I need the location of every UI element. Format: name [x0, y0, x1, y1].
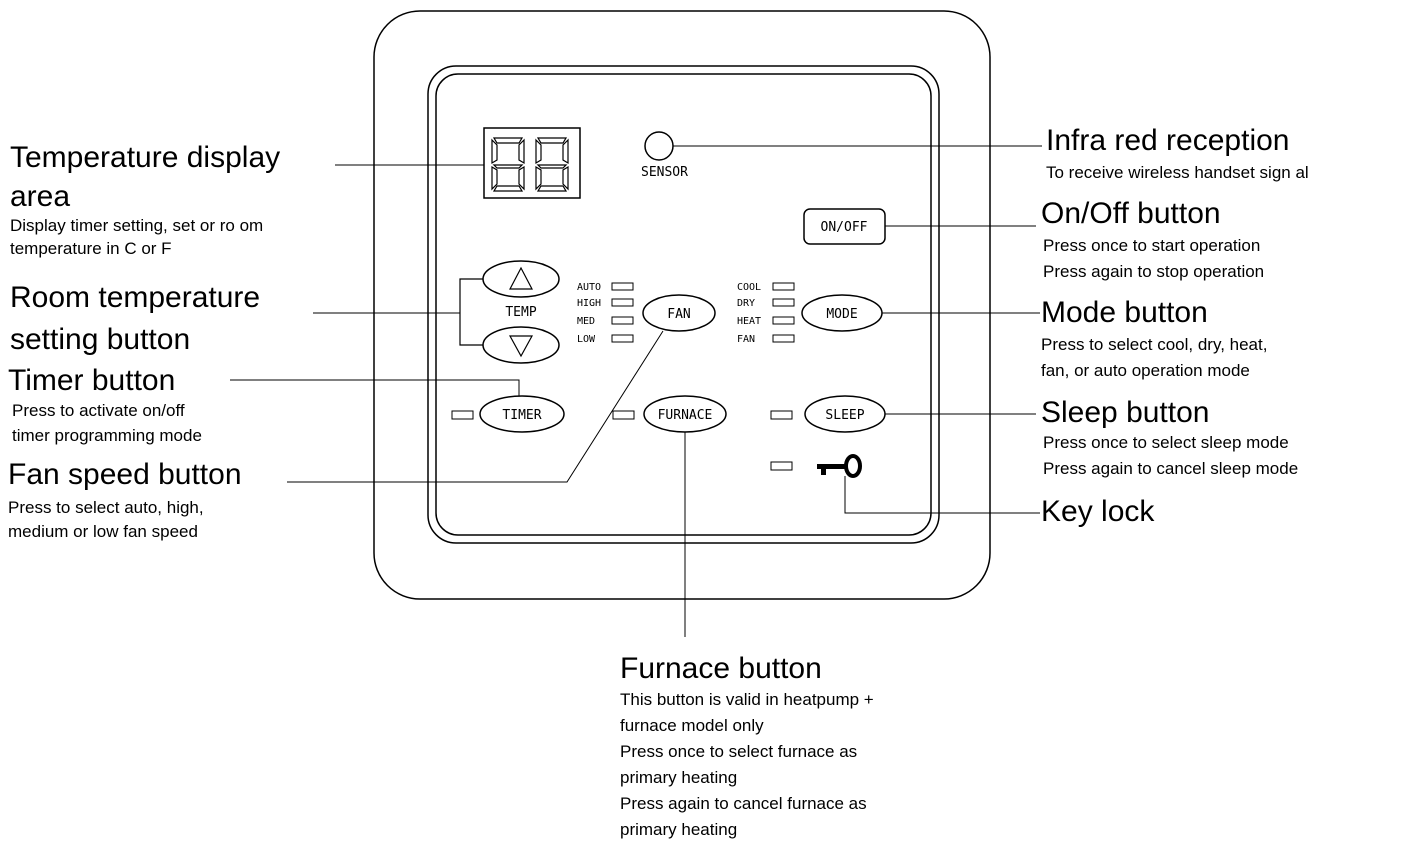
inner-bezel-outer: [427, 65, 940, 544]
ir-sensor: [644, 131, 674, 161]
svg-text:SLEEP: SLEEP: [825, 408, 864, 423]
triangle-up-icon: [509, 266, 533, 290]
svg-text:TIMER: TIMER: [502, 408, 541, 423]
fan-level-low: LOW: [577, 334, 596, 345]
temp-display-title-1: Temperature display: [10, 141, 281, 174]
timer-desc-2: timer programming mode: [12, 426, 202, 445]
temp-display-desc-2: temperature in C or F: [10, 239, 172, 258]
furnace-line-1: This button is valid in heatpump +: [620, 690, 874, 709]
sensor-label: SENSOR: [641, 165, 688, 180]
sleep-desc-1: Press once to select sleep mode: [1043, 433, 1289, 452]
room-temp-title-1: Room temperature: [10, 281, 261, 314]
mode-heat: HEAT: [737, 316, 761, 327]
temp-display-title-2: area: [10, 180, 71, 213]
mode-title: Mode button: [1041, 296, 1208, 329]
fan-level-auto: AUTO: [577, 282, 601, 293]
on-off-button[interactable]: ON/OFF: [803, 208, 886, 245]
sleep-title: Sleep button: [1041, 396, 1210, 429]
fan-level-high: HIGH: [577, 298, 601, 309]
mode-dry: DRY: [737, 298, 755, 309]
timer-button[interactable]: TIMER: [479, 395, 565, 433]
furnace-line-6: primary heating: [620, 820, 738, 839]
on-off-desc-2: Press again to stop operation: [1043, 262, 1265, 281]
furnace-button[interactable]: FURNACE: [643, 395, 727, 433]
fan-level-med: MED: [577, 316, 595, 327]
furnace-led: [612, 410, 635, 420]
key-icon: [817, 454, 862, 478]
fan-speed-desc-2: medium or low fan speed: [8, 522, 198, 541]
timer-desc-1: Press to activate on/off: [12, 401, 185, 420]
leader-lines: [230, 145, 1042, 637]
on-off-title: On/Off button: [1041, 197, 1221, 230]
infra-red-title: Infra red reception: [1046, 124, 1290, 157]
on-off-desc-1: Press once to start operation: [1043, 236, 1261, 255]
timer-led: [451, 410, 474, 420]
key-lock-title: Key lock: [1041, 495, 1155, 528]
furnace-line-3: Press once to select furnace as: [620, 742, 858, 761]
svg-text:ON/OFF: ON/OFF: [821, 220, 868, 235]
fan-speed-desc-1: Press to select auto, high,: [8, 498, 204, 517]
infra-red-desc: To receive wireless handset sign al: [1046, 163, 1309, 182]
temperature-display: [483, 127, 581, 199]
svg-text:FAN: FAN: [667, 307, 690, 322]
temp-down-button[interactable]: [482, 326, 560, 364]
sleep-button[interactable]: SLEEP: [804, 395, 886, 433]
svg-text:FURNACE: FURNACE: [658, 408, 713, 423]
key-lock-led: [770, 461, 793, 471]
mode-desc-1: Press to select cool, dry, heat,: [1041, 335, 1268, 354]
mode-button[interactable]: MODE: [801, 294, 883, 332]
furnace-line-5: Press again to cancel furnace as: [620, 794, 867, 813]
outer-plate: [373, 10, 991, 600]
timer-title: Timer button: [8, 364, 176, 397]
furnace-line-2: furnace model only: [620, 716, 764, 735]
temp-bracket: [459, 278, 483, 346]
mode-desc-2: fan, or auto operation mode: [1041, 361, 1250, 380]
mode-indicators: COOL DRY HEAT FAN: [737, 282, 795, 345]
room-temp-title-2: setting button: [10, 323, 191, 356]
svg-text:MODE: MODE: [826, 307, 857, 322]
temp-label: TEMP: [505, 305, 536, 320]
furnace-line-4: primary heating: [620, 768, 738, 787]
sleep-desc-2: Press again to cancel sleep mode: [1043, 459, 1299, 478]
temp-display-desc-1: Display timer setting, set or ro om: [10, 216, 264, 235]
temp-up-button[interactable]: [482, 260, 560, 298]
mode-fan: FAN: [737, 334, 755, 345]
furnace-title: Furnace button: [620, 652, 822, 685]
fan-level-indicators: AUTO HIGH MED LOW: [577, 282, 634, 345]
sleep-led: [770, 410, 793, 420]
triangle-down-icon: [508, 335, 534, 358]
fan-speed-title: Fan speed button: [8, 458, 242, 491]
mode-cool: COOL: [737, 282, 761, 293]
fan-button[interactable]: FAN: [642, 294, 716, 332]
inner-bezel-inner: [435, 73, 932, 536]
